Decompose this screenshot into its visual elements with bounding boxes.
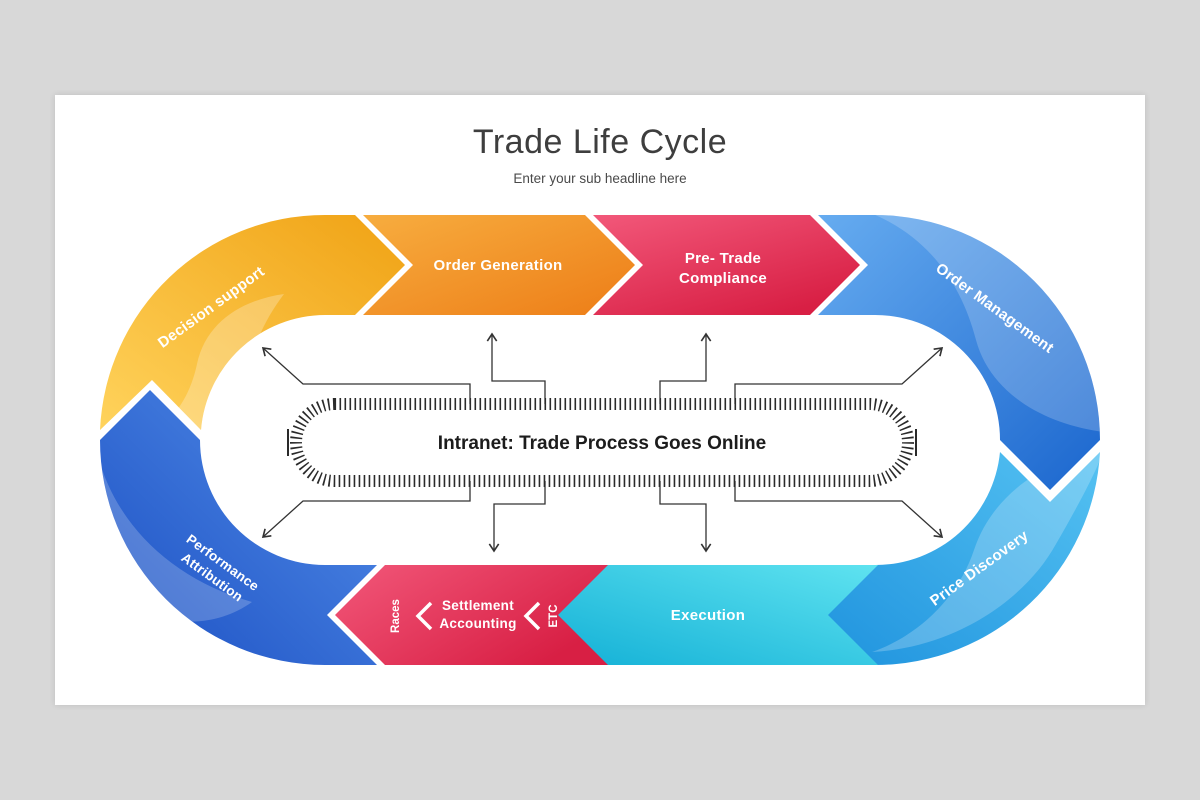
center-stadium: Intranet: Trade Process Goes Online <box>287 398 917 487</box>
center-stadium-tick-border <box>290 398 914 487</box>
segment-decision-support <box>100 214 405 430</box>
connector-to-pre-trade-compliance <box>659 332 712 404</box>
connector-to-price-discovery <box>734 481 944 538</box>
segment-order-generation <box>363 215 635 315</box>
segment-price-discovery <box>820 452 1100 666</box>
chevron-left-icon <box>415 601 433 631</box>
connector-to-order-generation <box>486 332 546 404</box>
stadium-end-ticks <box>287 429 917 456</box>
connector-to-performance-attribution <box>261 481 471 538</box>
segment-performance-attribution <box>100 390 377 665</box>
connector-to-order-management <box>734 347 944 404</box>
wave-overlay <box>872 452 1100 652</box>
segment-pre-trade-compliance <box>593 215 860 315</box>
connector-arrows <box>261 332 944 553</box>
wave-overlay <box>868 215 1100 432</box>
connector-to-settlement-accounting <box>488 481 546 553</box>
chevron-left-icon <box>523 601 541 631</box>
cycle-ring <box>100 214 1100 666</box>
label-settlement-line1: Settlement <box>442 598 514 613</box>
label-pre-trade-line1: Pre- Trade <box>685 250 761 267</box>
label-order-generation: Order Generation <box>434 257 563 274</box>
label-settlement-line2: Accounting <box>439 616 516 631</box>
page-subtitle: Enter your sub headline here <box>513 171 687 186</box>
connector-to-decision-support <box>261 347 471 404</box>
label-pre-trade-line2: Compliance <box>679 270 767 287</box>
page-title: Trade Life Cycle <box>472 123 728 161</box>
label-races: Races <box>390 599 402 633</box>
connector-to-execution <box>659 481 712 553</box>
label-etc: ETC <box>548 605 560 628</box>
label-execution: Execution <box>671 607 745 624</box>
center-label: Intranet: Trade Process Goes Online <box>438 433 766 454</box>
segment-settlement-accounting <box>335 565 608 665</box>
segment-execution <box>550 565 878 665</box>
segment-order-management <box>818 215 1100 490</box>
